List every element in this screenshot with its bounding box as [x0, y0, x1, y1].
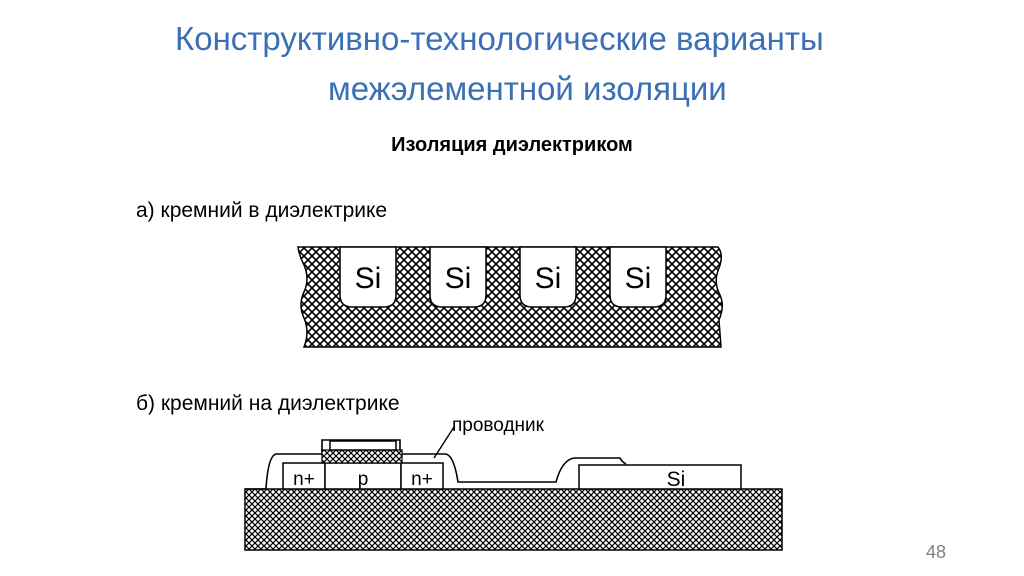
- si-pocket-label: Si: [625, 262, 652, 295]
- si-pocket: Si: [339, 246, 397, 308]
- si-pocket: Si: [609, 246, 667, 308]
- item-b-label: б) кремний на диэлектрике: [136, 392, 400, 415]
- dielectric-substrate-b: [244, 488, 783, 551]
- si-pocket: Si: [519, 246, 577, 308]
- gate-electrode: [329, 440, 397, 451]
- title-line-1: Конструктивно-технологические варианты: [175, 20, 824, 57]
- si-pocket-label: Si: [535, 262, 562, 295]
- conductor-pointer: [433, 426, 455, 459]
- si-pocket: Si: [429, 246, 487, 308]
- title-line-2: межэлементной изоляции: [328, 70, 727, 107]
- conductor-label: проводник: [452, 415, 545, 436]
- si-pocket-label: Si: [355, 262, 382, 295]
- page-number: 48: [925, 542, 946, 562]
- diagram-a: Si Si Si Si: [297, 246, 723, 348]
- diagram-b: n+ p n+ проводник Si: [244, 415, 783, 551]
- region-label-n-plus: n+: [411, 469, 433, 490]
- conductor-line: [245, 439, 627, 490]
- slide-title: Конструктивно-технологические варианты м…: [0, 14, 1024, 114]
- region-label-n-plus: n+: [293, 469, 315, 490]
- si-pocket-label: Si: [445, 262, 472, 295]
- section-subtitle: Изоляция диэлектриком: [391, 134, 633, 156]
- gate-dielectric: [321, 449, 403, 464]
- region-label-p: p: [358, 469, 369, 490]
- n-plus-region-right: [400, 462, 444, 490]
- item-a-label: а) кремний в диэлектрике: [136, 199, 388, 222]
- si-island: [578, 464, 742, 490]
- si-island-label: Si: [667, 468, 686, 491]
